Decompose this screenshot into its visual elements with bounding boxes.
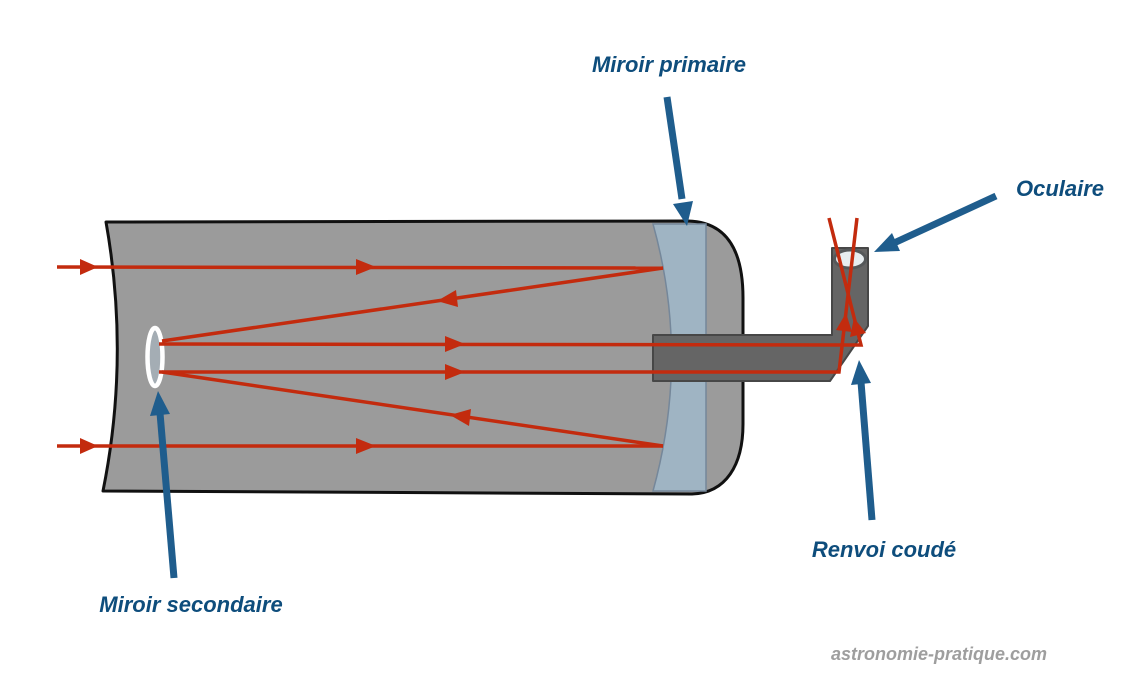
- diagonal-arrow: [857, 381, 876, 521]
- ray-arrowhead-eyepiece-right: [850, 318, 866, 337]
- diagonal-label: Renvoi coudé: [812, 537, 956, 562]
- ray-arrowhead-output-top: [445, 336, 465, 352]
- output-ray-bottom: [159, 217, 859, 374]
- watermark: astronomie-pratique.com: [831, 644, 1047, 664]
- output-ray-top: [158, 217, 864, 347]
- diagonal-arrowhead: [851, 360, 871, 385]
- ray-arrowhead-eyepiece-left: [836, 313, 852, 332]
- eyepiece-arrow: [892, 192, 998, 247]
- reflected-ray-bottom: [161, 370, 664, 448]
- ray-arrowhead-mid-top: [356, 259, 376, 275]
- secondary-mirror-arrowhead: [150, 391, 170, 416]
- ray-arrowhead-entry-top: [80, 259, 98, 275]
- light-rays: [56, 217, 864, 448]
- ray-arrowhead-reflected-top: [437, 290, 458, 307]
- secondary-mirror-arrow: [156, 412, 178, 579]
- focuser-and-diagonal-body: [652, 247, 869, 382]
- reflected-ray-top: [161, 266, 664, 343]
- telescope-tube-body: [101, 219, 745, 496]
- ray-arrowheads: [80, 259, 866, 454]
- ray-arrowhead-mid-bottom: [356, 438, 376, 454]
- secondary-mirror: [145, 325, 165, 389]
- eyepiece-arrowhead: [874, 233, 900, 252]
- ray-arrowhead-entry-bottom: [80, 438, 98, 454]
- ray-arrowhead-output-bottom: [445, 364, 465, 380]
- primary-mirror-label: Miroir primaire: [592, 52, 746, 77]
- eyepiece-label: Oculaire: [1016, 176, 1104, 201]
- primary-mirror-arrowhead: [673, 201, 693, 226]
- secondary-mirror-label: Miroir secondaire: [99, 592, 282, 617]
- primary-mirror-arrow: [663, 96, 686, 200]
- ray-arrowhead-reflected-bottom: [450, 409, 471, 426]
- annotation-arrows: [150, 96, 998, 579]
